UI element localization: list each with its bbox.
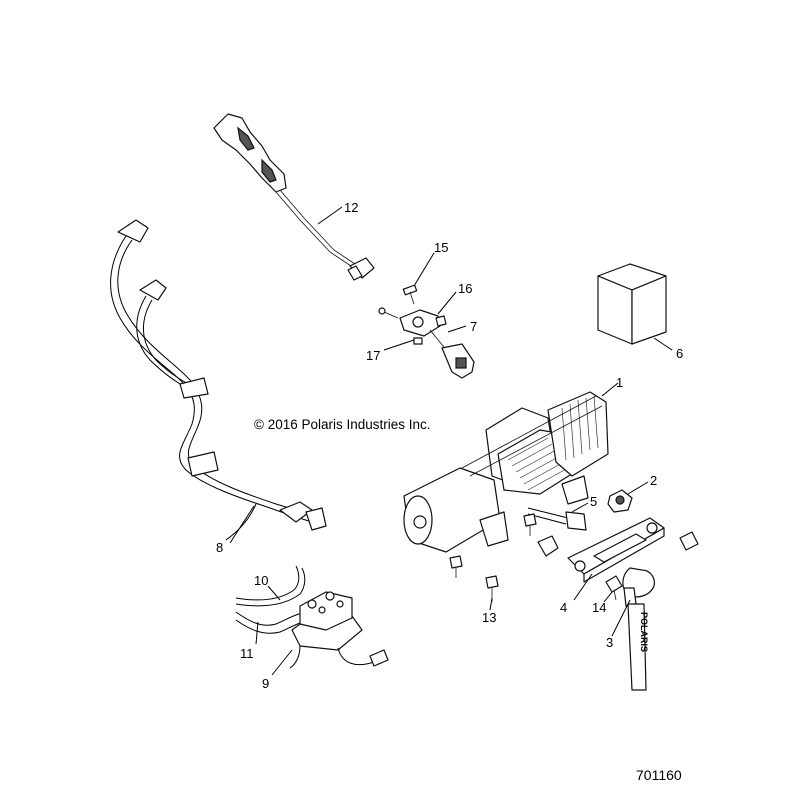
callout-17: 17 [366, 348, 380, 363]
callout-16: 16 [458, 281, 472, 296]
part-3-hook-strap: POLARIS [622, 567, 655, 691]
callout-8: 8 [216, 540, 223, 555]
part-15-screw [402, 284, 418, 305]
callout-10: 10 [254, 573, 268, 588]
callout-14: 14 [592, 600, 606, 615]
part-13-bolts [449, 513, 559, 602]
callout-7: 7 [470, 319, 477, 334]
strap-lettering: POLARIS [639, 612, 649, 652]
part-7-connector [429, 329, 475, 379]
part-2-nut [607, 489, 633, 513]
callout-6: 6 [676, 346, 683, 361]
callout-4: 4 [560, 600, 567, 615]
part-8-harness [110, 219, 327, 541]
part-4-fairlead [567, 517, 665, 583]
callout-9: 9 [262, 676, 269, 691]
part-9-contactor [289, 591, 389, 669]
callout-1: 1 [616, 375, 623, 390]
leader-lines [229, 206, 673, 676]
part-14-bolt [605, 531, 699, 601]
callout-labels: 1 2 3 4 5 6 7 8 9 10 11 12 13 14 15 16 1… [216, 200, 683, 691]
callout-3: 3 [606, 635, 613, 650]
part-10-cable [235, 565, 306, 607]
copyright-notice: © 2016 Polaris Industries Inc. [254, 417, 431, 432]
part-16-bracket [399, 309, 447, 337]
part-12-remote-switch [213, 113, 375, 281]
part-1-winch [403, 391, 609, 553]
callout-12: 12 [344, 200, 358, 215]
callout-5: 5 [590, 494, 597, 509]
callout-11: 11 [240, 646, 254, 661]
part-6-box [597, 263, 667, 345]
part-17-nut [378, 307, 423, 345]
callout-15: 15 [434, 240, 448, 255]
drawing-number: 701160 [636, 767, 682, 783]
part-5-cable-end [527, 507, 587, 531]
callout-13: 13 [482, 610, 496, 625]
callout-2: 2 [650, 473, 657, 488]
